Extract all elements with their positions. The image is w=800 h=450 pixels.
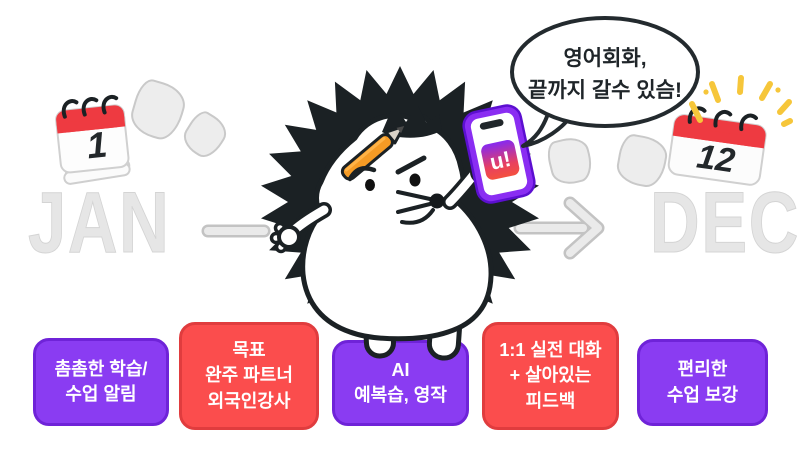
card-line: 목표 xyxy=(232,340,266,361)
speech-bubble xyxy=(510,16,700,148)
card-line: 1:1 실전 대화 xyxy=(499,340,602,361)
card-line: 피드백 xyxy=(525,390,576,411)
card-line: 완주 파트너 xyxy=(205,365,293,386)
feature-card: 촘촘한 학습/ 수업 알림 xyxy=(33,338,169,426)
phone-logo: u! xyxy=(488,146,514,175)
hedgehog-character: u! xyxy=(261,66,539,361)
hedgehog-left-arm xyxy=(269,202,332,254)
timeline-start-label: JAN xyxy=(28,175,171,271)
card-line: 수업 알림 xyxy=(65,384,137,404)
calendar-day-number: 12 xyxy=(695,137,738,180)
calendar-day-number: 1 xyxy=(85,123,109,166)
speech-line: 영어회화, xyxy=(563,47,647,70)
card-line: 예복습, 영작 xyxy=(354,385,447,405)
feature-card: 편리한 수업 보강 xyxy=(637,339,768,426)
card-line: 촘촘한 학습/ xyxy=(54,358,148,379)
arrow-right-icon xyxy=(201,224,271,238)
calendar-jan-icon: 1 xyxy=(55,94,131,185)
calendar-dec-icon: 12 xyxy=(667,106,767,186)
card-line: AI xyxy=(391,359,410,380)
feature-card: 1:1 실전 대화 + 살아있는 피드백 xyxy=(482,322,619,430)
timeline-end-label: DEC xyxy=(650,175,800,271)
sparkle-rays-icon xyxy=(689,75,793,127)
card-line: 외국인강사 xyxy=(207,390,291,411)
card-line: 편리한 xyxy=(677,359,728,380)
pencil-icon xyxy=(340,124,406,181)
smartphone-icon: u! xyxy=(462,104,536,204)
hedgehog-face xyxy=(347,155,445,225)
card-line: + 살아있는 xyxy=(509,365,592,386)
speech-line: 끝까지 갈수 있슴! xyxy=(528,78,682,102)
card-line: 수업 보강 xyxy=(666,384,739,405)
speech-bubble-text: 영어회화, 끝까지 갈수 있슴! xyxy=(509,43,701,106)
feature-card: 목표 완주 파트너 외국인강사 xyxy=(179,322,319,430)
paper-sheet-icon xyxy=(177,107,233,163)
arrow-right-icon xyxy=(513,196,605,260)
